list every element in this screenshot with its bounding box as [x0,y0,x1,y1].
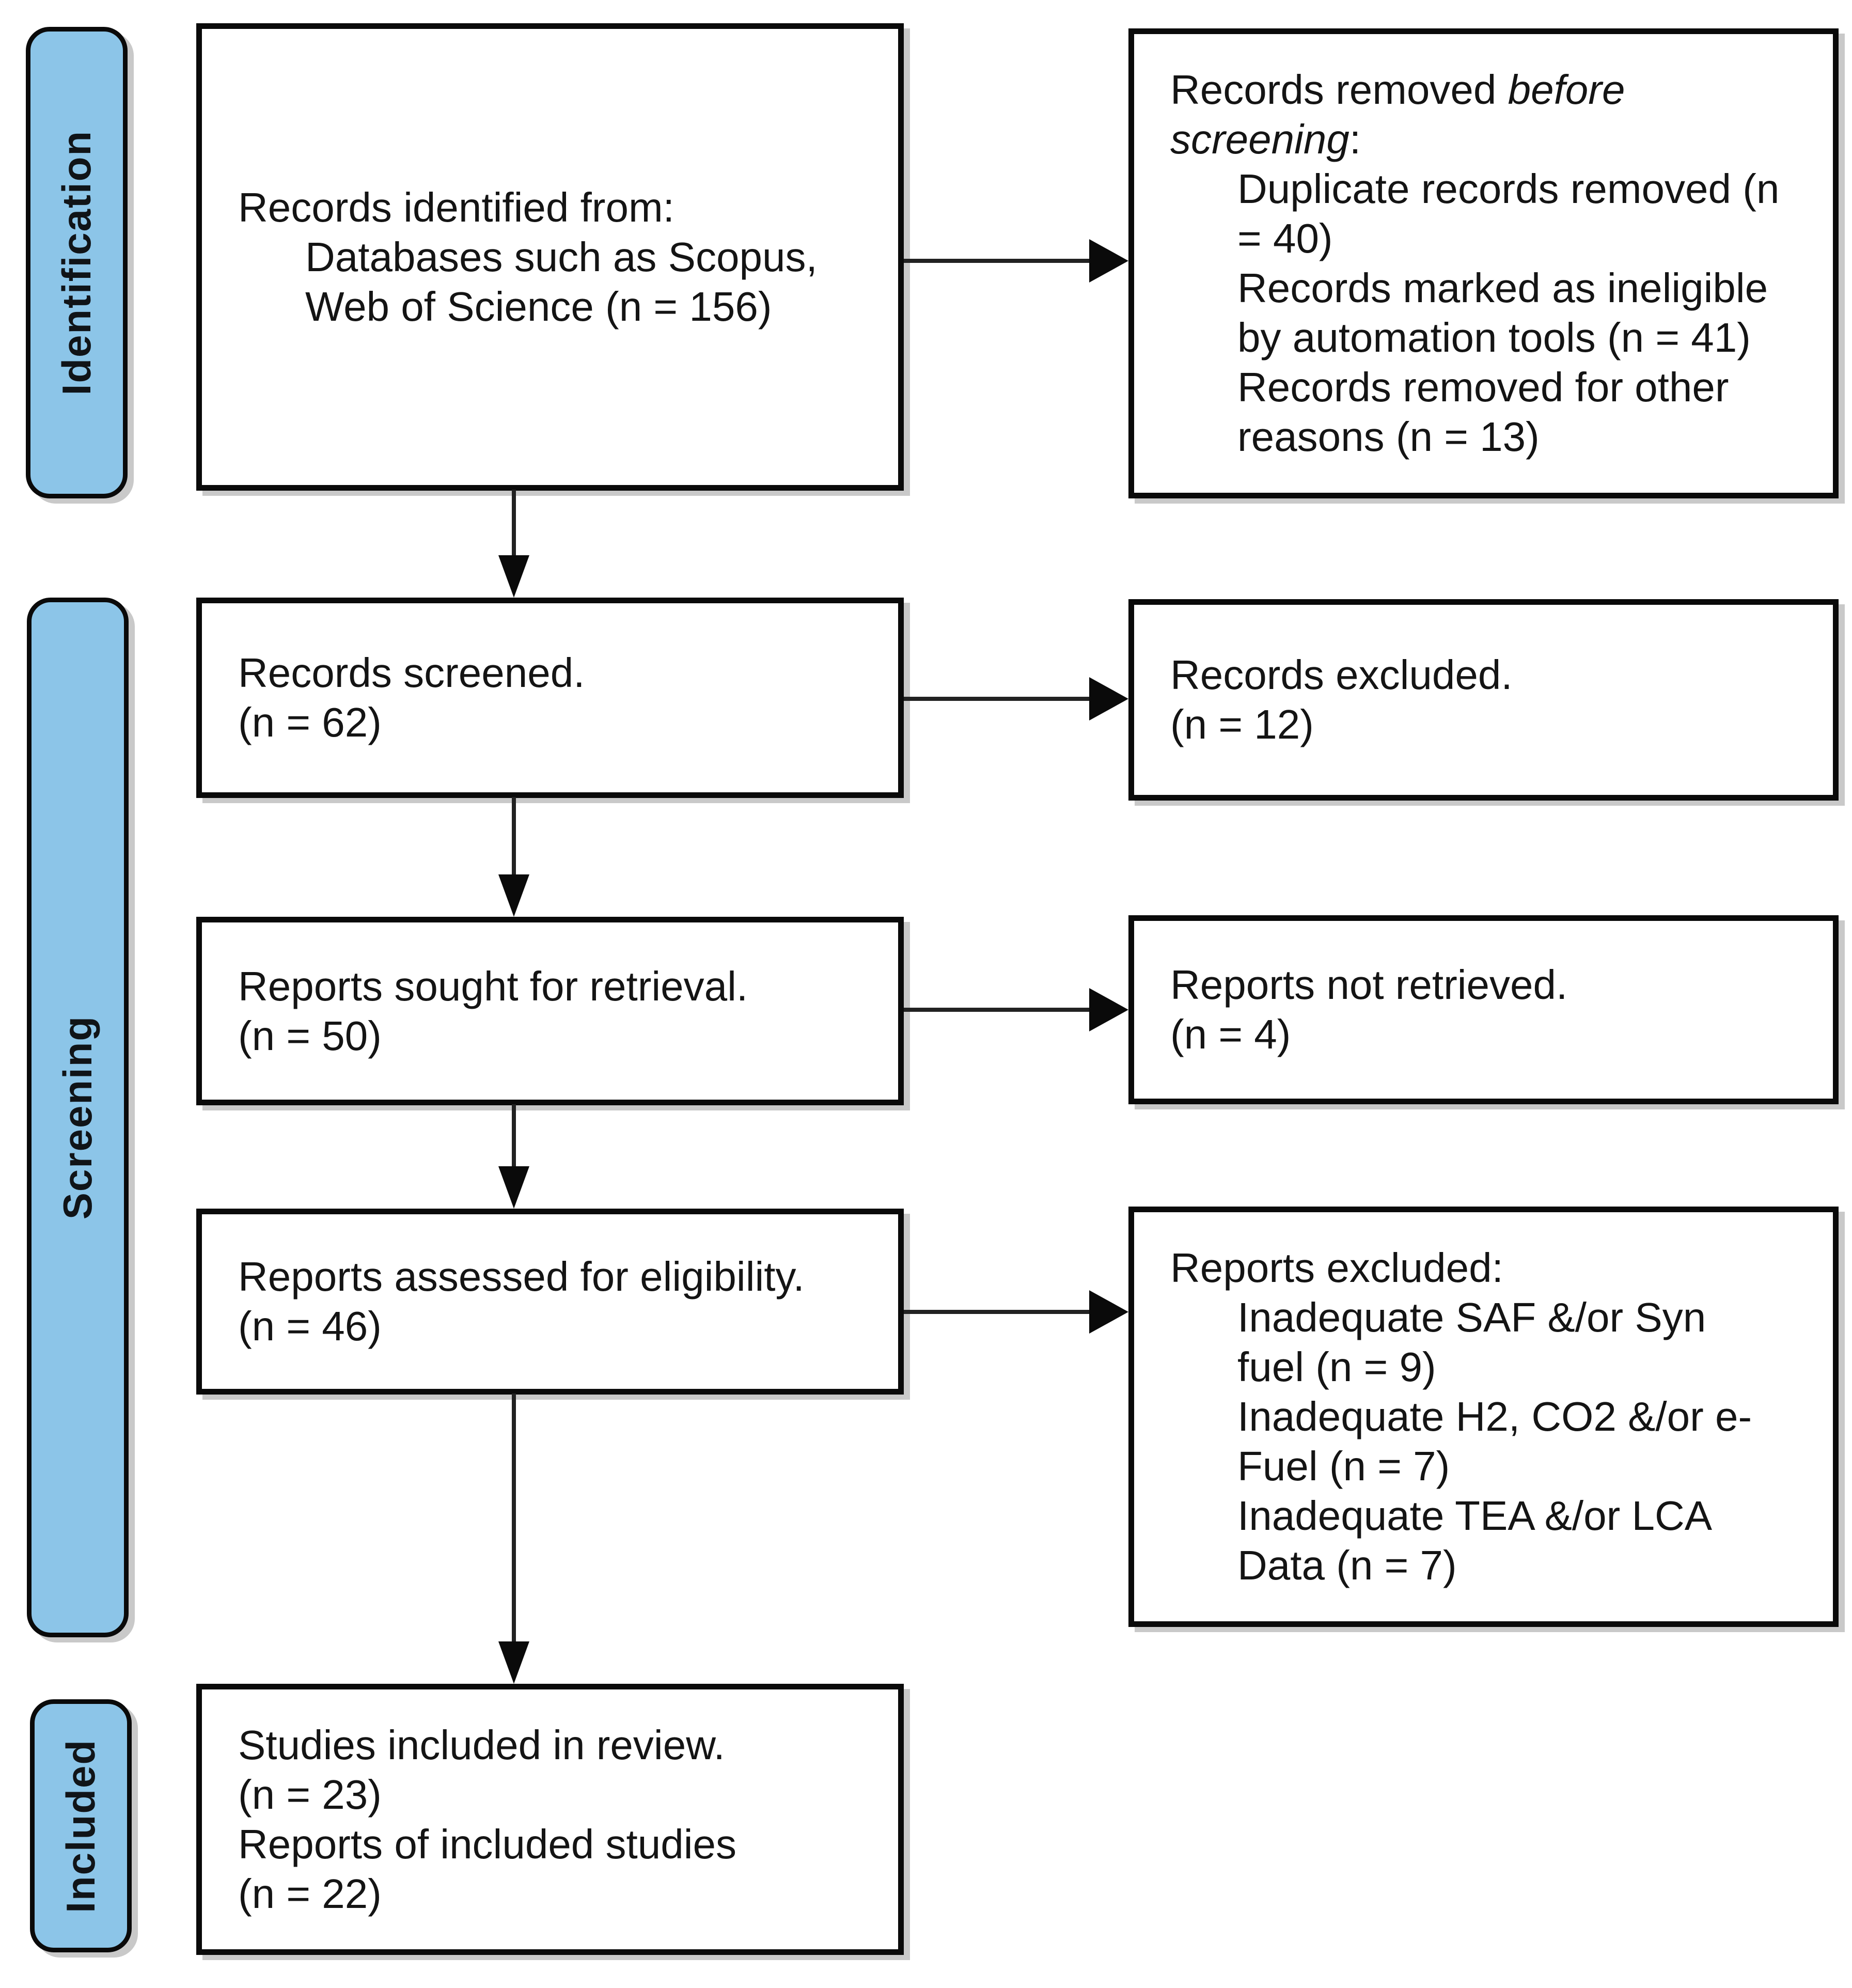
stage-identification-label: Identification [54,130,99,396]
stage-included-label: Included [58,1739,103,1913]
studies-included-count: (n = 23) [238,1771,382,1818]
arrow-line-identified-to-screened [512,490,516,557]
studies-included-line: Studies included in review. [238,1721,725,1768]
records-removed-item: = 40) [1237,215,1333,261]
records-identified-line: Databases such as Scopus, [305,233,818,280]
arrow-line-sought-to-not-retrieved [904,1008,1089,1012]
reports-sought-line: Reports sought for retrieval. [238,963,748,1009]
records-removed-lead-line1: Records removed before [1170,65,1802,115]
records-identified-line: Records identified from: [238,184,674,230]
reports-excluded-item: Fuel (n = 7) [1237,1443,1450,1489]
reports-excluded-item: Data (n = 7) [1237,1542,1457,1588]
arrow-line-sought-to-assessed [512,1104,516,1167]
records-removed-lead-line2: screening: [1170,115,1802,164]
arrow-head-assessed-to-included [498,1641,529,1684]
arrow-head-assessed-to-reports-excluded [1089,1290,1128,1334]
arrow-head-screened-to-sought [498,874,529,917]
arrow-head-sought-to-assessed [498,1166,529,1209]
reports-assessed-count: (n = 46) [238,1303,382,1349]
reports-excluded-lead: Reports excluded: [1170,1245,1503,1291]
arrow-head-identified-to-removed [1089,239,1128,283]
reports-excluded-item: fuel (n = 9) [1237,1344,1436,1390]
stage-screening-label: Screening [55,1015,100,1220]
arrow-line-assessed-to-reports-excluded [904,1310,1089,1314]
records-removed-item: Records removed for other [1237,364,1729,410]
box-records-screened: Records screened. (n = 62) [196,598,904,798]
arrow-line-screened-to-sought [512,797,516,875]
records-removed-item: Records marked as ineligible [1237,265,1768,311]
stage-identification: Identification [26,27,128,498]
reports-sought-count: (n = 50) [238,1012,382,1059]
records-removed-lead-italic-a: before [1508,67,1625,113]
box-reports-assessed: Reports assessed for eligibility. (n = 4… [196,1209,904,1395]
box-reports-not-retrieved: Reports not retrieved. (n = 4) [1128,915,1839,1104]
records-removed-item: Duplicate records removed (n [1237,166,1780,212]
records-removed-item: by automation tools (n = 41) [1237,315,1751,361]
records-excluded-count: (n = 12) [1170,701,1314,747]
records-removed-lead-italic-b: screening [1170,116,1349,162]
reports-not-retrieved-line: Reports not retrieved. [1170,962,1568,1008]
box-records-excluded: Records excluded. (n = 12) [1128,599,1839,801]
records-screened-line: Records screened. [238,650,585,696]
arrow-line-assessed-to-included [512,1394,516,1642]
stage-screening: Screening [27,598,129,1637]
reports-assessed-line: Reports assessed for eligibility. [238,1254,805,1300]
records-excluded-line: Records excluded. [1170,652,1513,698]
arrow-line-screened-to-excluded [904,697,1089,701]
box-reports-excluded: Reports excluded: Inadequate SAF &/or Sy… [1128,1207,1839,1627]
box-records-identified: Records identified from: Databases such … [196,23,904,491]
stage-included: Included [30,1699,132,1952]
records-removed-lead-suffix: : [1349,116,1361,162]
reports-excluded-item: Inadequate H2, CO2 &/or e- [1237,1394,1752,1439]
reports-excluded-item: Inadequate TEA &/or LCA [1237,1493,1713,1539]
arrow-head-identified-to-screened [498,555,529,598]
arrow-head-sought-to-not-retrieved [1089,988,1128,1031]
box-reports-sought: Reports sought for retrieval. (n = 50) [196,917,904,1105]
records-identified-line: Web of Science (n = 156) [305,283,772,330]
records-removed-item: reasons (n = 13) [1237,414,1540,460]
reports-excluded-item: Inadequate SAF &/or Syn [1237,1294,1706,1340]
reports-not-retrieved-count: (n = 4) [1170,1011,1291,1057]
records-screened-count: (n = 62) [238,699,382,745]
records-removed-lead-regular: Records removed [1170,67,1508,113]
box-studies-included: Studies included in review. (n = 23) Rep… [196,1684,904,1955]
studies-included-reports-line: Reports of included studies [238,1821,736,1867]
box-records-removed: Records removed before screening: Duplic… [1128,28,1839,498]
arrow-line-identified-to-removed [904,259,1089,263]
arrow-head-screened-to-excluded [1089,677,1128,721]
studies-included-reports-count: (n = 22) [238,1870,382,1917]
